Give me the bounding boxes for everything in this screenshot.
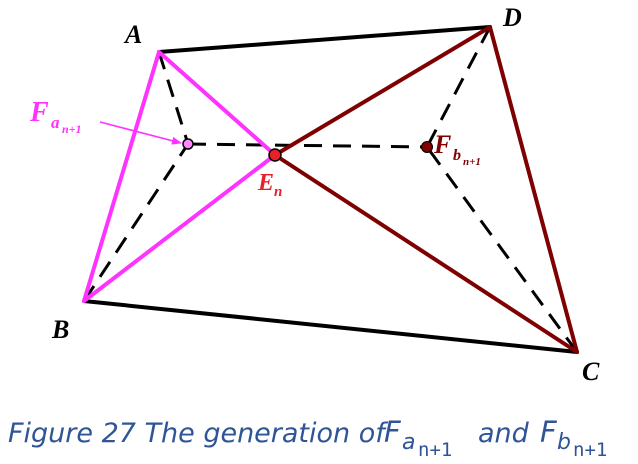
caption-text: Figure 27 The generation of xyxy=(8,418,393,449)
label-Fb: F b n+1 xyxy=(433,130,481,168)
label-E-sub: n xyxy=(274,184,282,200)
dashed-lines xyxy=(82,26,579,353)
label-Fa-sub: a xyxy=(51,113,60,132)
edge-DE xyxy=(273,25,492,157)
point-Fa xyxy=(182,138,194,150)
dashed-C-Fb xyxy=(425,146,579,353)
label-Fb-subsub: n+1 xyxy=(463,156,481,168)
caption-fb-main: F xyxy=(540,415,558,449)
caption-and: and xyxy=(478,418,537,449)
arrow-to-Fa xyxy=(99,121,182,145)
caption-fb-subsub: n+1 xyxy=(573,439,607,461)
label-Fa-main: F xyxy=(29,97,49,128)
quadrilateral-outline xyxy=(82,25,579,354)
label-Fa: F a n+1 xyxy=(29,97,82,136)
dashed-A-Fa xyxy=(157,51,190,145)
label-Fb-sub: b xyxy=(453,147,461,164)
label-C: C xyxy=(582,357,600,386)
edge-BE xyxy=(82,153,277,303)
edge-AE xyxy=(157,50,277,157)
figure-caption: Figure 27 The generation of F a n+1 and … xyxy=(8,415,607,461)
triangle-DCE xyxy=(273,25,579,354)
caption-fa-subsub: n+1 xyxy=(418,439,452,461)
label-A: A xyxy=(123,20,142,49)
edge-DC xyxy=(488,25,579,354)
label-D: D xyxy=(502,3,522,32)
edge-BC xyxy=(82,299,579,354)
dashed-B-Fa xyxy=(82,143,190,302)
triangle-ABE xyxy=(82,50,277,303)
label-B: B xyxy=(51,315,69,344)
edge-AD xyxy=(157,25,492,54)
label-E-main: E xyxy=(257,170,274,196)
dashed-Fa-Fb xyxy=(187,142,428,149)
point-E xyxy=(268,148,282,162)
label-E: E n xyxy=(257,170,282,200)
caption-fa-main: F xyxy=(384,415,402,449)
label-Fa-subsub: n+1 xyxy=(62,122,82,136)
caption-fb-sub: b xyxy=(557,430,571,455)
edge-CE xyxy=(273,153,579,354)
dashed-D-Fb xyxy=(425,26,492,148)
label-Fb-main: F xyxy=(433,130,451,159)
caption-fa-sub: a xyxy=(402,430,415,455)
edge-AB xyxy=(82,50,161,303)
point-Fb xyxy=(421,141,433,153)
